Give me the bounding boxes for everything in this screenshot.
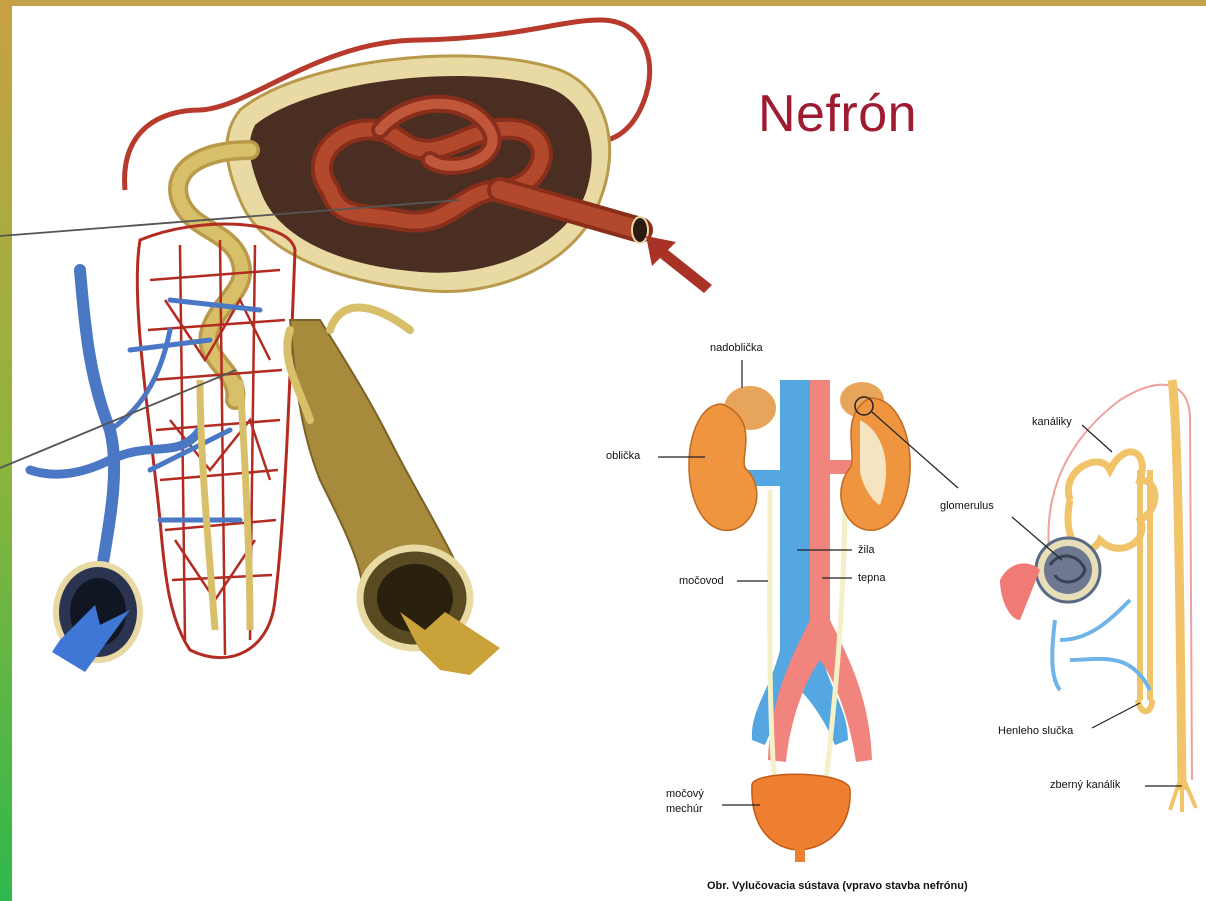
label-nadoblicka: nadoblička: [710, 342, 763, 354]
label-mocovod: močovod: [679, 575, 724, 587]
label-kanaliky: kanáliky: [1032, 416, 1072, 428]
nephron-structure: [1000, 380, 1196, 812]
label-mocovy: močový: [666, 788, 704, 800]
figure-caption: Obr. Vylučovacia sústava (vpravo stavba …: [707, 880, 968, 892]
label-glomerulus: glomerulus: [940, 500, 994, 512]
urinary-bladder: [752, 774, 850, 850]
label-tepna: tepna: [858, 572, 886, 584]
label-zberny-kanalik: zberný kanálik: [1050, 779, 1120, 791]
label-zila: žila: [858, 544, 875, 556]
label-henleho-slucka: Henleho slučka: [998, 725, 1073, 737]
label-oblicka: oblička: [606, 450, 640, 462]
label-mechur: mechúr: [666, 803, 703, 815]
